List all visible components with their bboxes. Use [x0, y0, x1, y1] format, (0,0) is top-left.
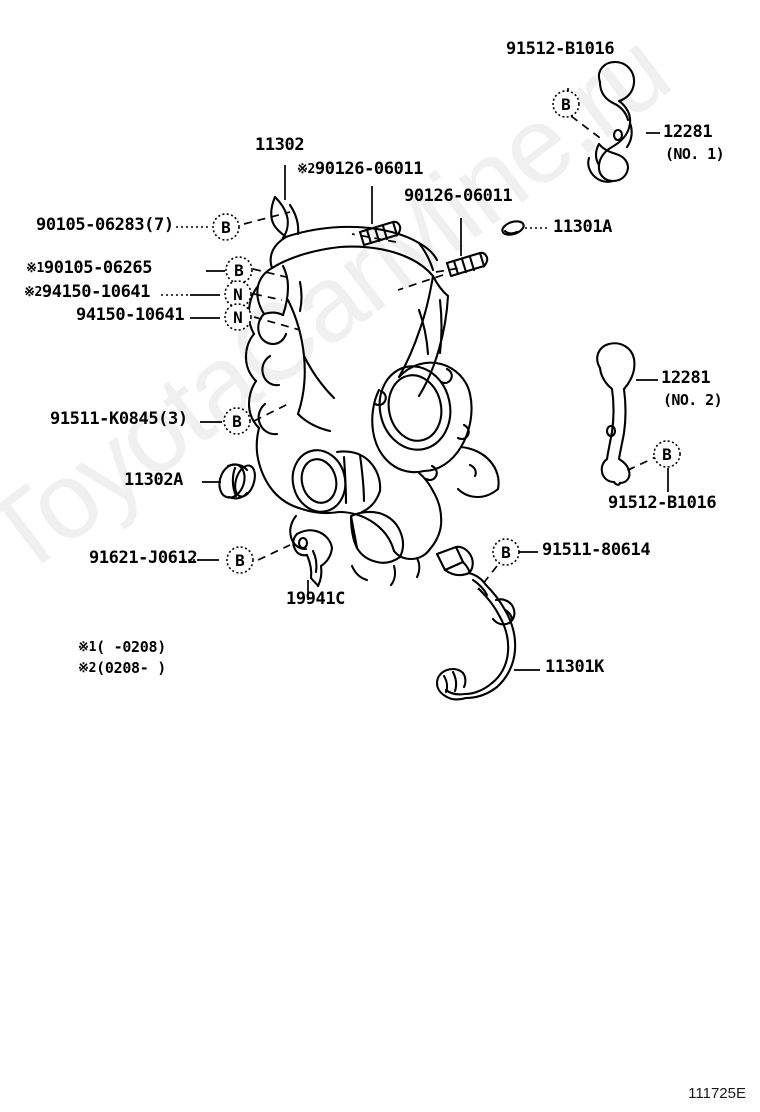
label-94150-10641-upper: ※294150-10641 [24, 282, 151, 302]
note-mark-2: ※2 [297, 162, 315, 177]
footnote-1-text: ( -0208) [96, 638, 166, 656]
stud-bolt-lower-90126 [445, 251, 489, 278]
svg-text:B: B [501, 543, 511, 562]
footnote-1: ※1( -0208) [78, 639, 166, 656]
engine-hanger-no1 [587, 60, 636, 183]
label-91511-80614: 91511-80614 [542, 540, 651, 560]
label-90105-06265: ※190105-06265 [26, 258, 153, 278]
stud-bolt-upper-90126 [358, 220, 402, 247]
oil-seal-ring-11302a [218, 463, 256, 500]
label-12281-no2: 12281 [661, 368, 711, 388]
badge-b-90105-06283: B [212, 213, 240, 241]
plug-11301a [501, 220, 525, 236]
label-11301k: 11301K [545, 657, 605, 677]
footnote-2-text: (0208- ) [96, 659, 166, 677]
badge-b-91511-k0845: B [223, 407, 251, 435]
note-mark-2b: ※2 [24, 285, 42, 300]
svg-text:B: B [561, 95, 571, 114]
timing-chain-cover-body [244, 195, 500, 587]
label-stud-upper-text: 90126-06011 [314, 159, 424, 179]
svg-text:B: B [235, 551, 245, 570]
badge-b-91511-80614: B [492, 538, 520, 566]
label-stud-lower-90126: 90126-06011 [404, 186, 513, 206]
label-90105-06283: 90105-06283(7) [36, 215, 174, 235]
svg-text:B: B [221, 218, 231, 237]
bracket-19941c [292, 529, 334, 588]
svg-text:N: N [233, 285, 243, 304]
footnote-2-mark: ※2 [78, 661, 97, 676]
label-12281-no2-sub: (NO. 2) [663, 391, 723, 409]
label-94150-upper-text: 94150-10641 [41, 282, 151, 302]
label-11302a: 11302A [124, 470, 184, 490]
badge-b-90105-06265: B [225, 256, 253, 284]
badge-b-91512-b1016-no2: B [653, 440, 681, 468]
svg-text:B: B [232, 412, 242, 431]
diagram-id: 111725E [688, 1085, 746, 1102]
label-91512-b1016-no2: 91512-B1016 [608, 493, 717, 513]
label-91512-b1016-no1: 91512-B1016 [506, 39, 615, 59]
footnote-1-mark: ※1 [78, 640, 97, 655]
badge-n-94150-upper: N [224, 280, 252, 308]
label-stud-upper-90126: ※290126-06011 [297, 159, 424, 179]
label-94150-10641-lower: 94150-10641 [76, 305, 185, 325]
label-19941c: 19941C [286, 589, 346, 609]
svg-text:B: B [662, 445, 672, 464]
crank-position-sensor-11301k [435, 545, 517, 701]
label-91621-j0612: 91621-J0612 [89, 548, 198, 568]
leader-lines-solid [190, 88, 669, 671]
leader-lines-dotted [161, 226, 548, 561]
badge-b-91621-j0612: B [226, 546, 254, 574]
label-11302: 11302 [255, 135, 305, 155]
footnote-2: ※2(0208- ) [78, 660, 166, 677]
badge-b-91512-b1016-no1: B [552, 90, 580, 118]
engine-hanger-no2 [596, 342, 636, 486]
label-90105-06265-text: 90105-06265 [43, 258, 153, 278]
label-91511-k0845: 91511-K0845(3) [50, 409, 188, 429]
note-mark-1: ※1 [26, 261, 44, 276]
label-11301a: 11301A [553, 217, 613, 237]
label-12281-no1-sub: (NO. 1) [665, 145, 725, 163]
svg-text:B: B [234, 261, 244, 280]
label-12281-no1: 12281 [663, 122, 713, 142]
svg-text:N: N [233, 308, 243, 327]
badge-n-94150-lower: N [224, 303, 252, 331]
